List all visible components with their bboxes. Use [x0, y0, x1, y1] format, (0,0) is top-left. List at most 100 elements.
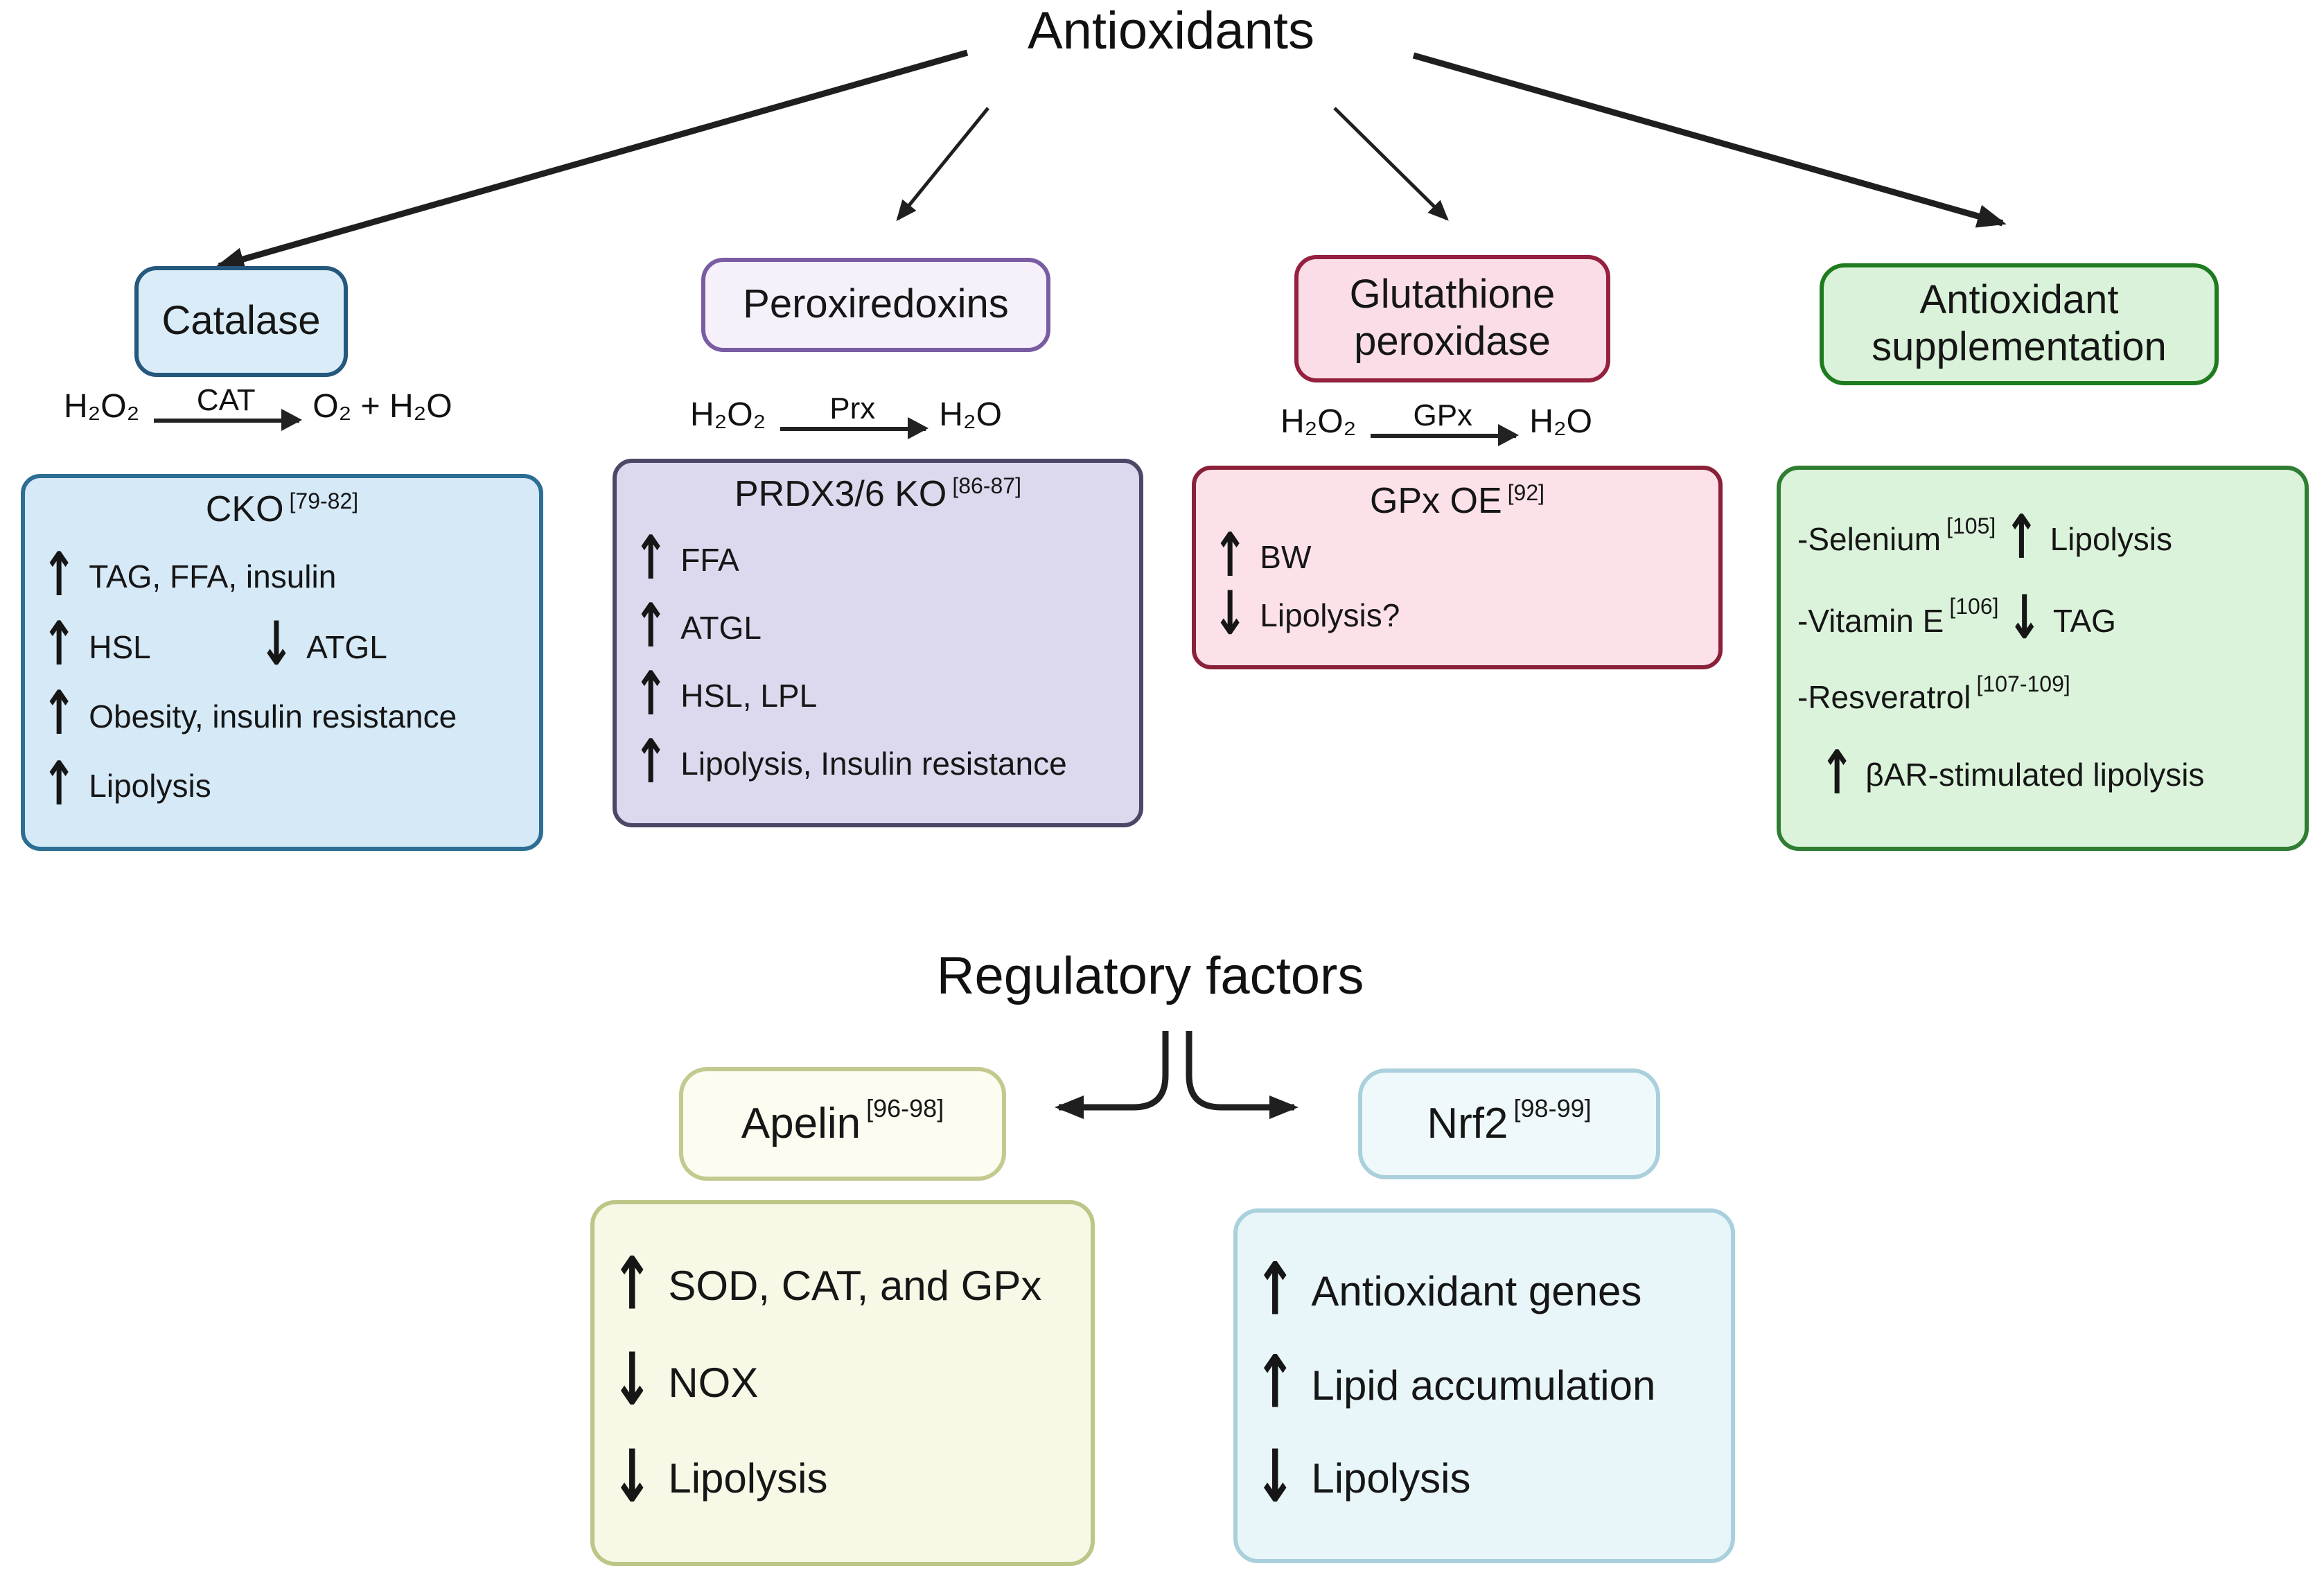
effect-row: ↑ HSL ↓ ATGL [42, 615, 522, 676]
up-arrow-icon: ↑ [1213, 520, 1248, 592]
effect-text: Lipolysis [89, 768, 211, 804]
effect-row: ↑ Lipid accumulation [1254, 1348, 1714, 1420]
right-arrow-icon [1370, 424, 1519, 446]
supplement-reference: [106] [1949, 596, 1999, 620]
effect-row: ↓ NOX [611, 1345, 1074, 1417]
down-arrow-icon: ↓ [1213, 579, 1248, 650]
right-arrow-icon [153, 409, 302, 431]
effect-row: ↓ Lipolysis [1254, 1441, 1714, 1513]
effect-text: Lipolysis, Insulin resistance [680, 746, 1067, 782]
down-arrow-icon: ↓ [611, 1339, 653, 1423]
effect-text: ATGL [306, 628, 387, 665]
supplement-row: -Vitamin E [106] ↓ TAG [1797, 589, 2288, 649]
prdx-title-text: PRDX3/6 KO [734, 473, 947, 514]
up-arrow-icon: ↑ [611, 1243, 653, 1326]
supplement-effect: Lipolysis [2050, 521, 2172, 558]
apelin-label: Apelin [96-98] [679, 1067, 1006, 1181]
up-arrow-icon: ↑ [1254, 1342, 1296, 1425]
cko-title-text: CKO [205, 488, 284, 529]
effect-text: FFA [680, 542, 739, 579]
effect-row: ↑ Obesity, insulin resistance [42, 685, 522, 746]
branch-arrow-to-peroxiredoxins [896, 107, 989, 222]
up-arrow-icon: ↑ [1820, 739, 1855, 809]
up-arrow-icon: ↑ [633, 523, 669, 595]
apelin-box: ↑ SOD, CAT, and GPx ↓ NOX ↓ Lipolysis [590, 1200, 1095, 1566]
effect-text: Antioxidant genes [1311, 1269, 1642, 1315]
effect-row: ↑ FFA [633, 529, 1123, 589]
effect-row: ↑ TAG, FFA, insulin [42, 545, 522, 606]
supplement-reference: [107-109] [1976, 674, 2070, 698]
effect-text: Obesity, insulin resistance [89, 698, 457, 734]
effect-text: Lipolysis? [1260, 597, 1400, 634]
up-arrow-icon: ↑ [42, 749, 77, 820]
nrf2-box-rows: ↑ Antioxidant genes ↑ Lipid accumulation… [1254, 1224, 1714, 1548]
supplement-effect: TAG [2052, 602, 2116, 639]
up-arrow-icon: ↑ [42, 540, 77, 611]
reaction-enzyme-label: Prx [829, 391, 876, 425]
effect-text: BW [1260, 539, 1312, 576]
up-arrow-icon: ↑ [2004, 503, 2039, 574]
down-arrow-icon: ↓ [611, 1436, 653, 1519]
effect-row: ↑ Lipolysis [42, 755, 522, 815]
branch-arrow-to-catalase [215, 49, 969, 271]
antioxidants-title: Antioxidants [1027, 3, 1314, 61]
effect-text: NOX [668, 1360, 759, 1406]
apelin-label-text: Apelin [741, 1098, 861, 1147]
peroxiredoxins-label-text: Peroxiredoxins [743, 282, 1009, 327]
reaction-arrow: GPx [1370, 398, 1519, 446]
effect-row: ↑ SOD, CAT, and GPx [611, 1249, 1074, 1321]
glutathione-peroxidase-label: Glutathione peroxidase [1294, 255, 1610, 382]
up-arrow-icon: ↑ [42, 610, 77, 681]
effect-text: HSL, LPL [680, 678, 818, 714]
nrf2-reference: [98-99] [1513, 1095, 1592, 1123]
reaction-enzyme-label: CAT [196, 382, 256, 417]
fork-arrow-to-nrf2 [1186, 1031, 1299, 1119]
catalase-reaction: H₂O₂ CAT O₂ + H₂O [64, 382, 452, 431]
glutathione-label-text: Glutathione peroxidase [1349, 272, 1556, 364]
supplement-row: -Resveratrol [107-109] [1797, 674, 2288, 716]
effect-row: ↑ BW [1213, 526, 1702, 586]
catalase-label-text: Catalase [161, 299, 321, 344]
supplement-name: -Selenium [1797, 521, 1942, 558]
prdx-ko-box: PRDX3/6 KO[86-87] ↑ FFA ↑ ATGL ↑ HSL, LP… [613, 459, 1143, 827]
supplementation-box: -Selenium [105] ↑ Lipolysis -Vitamin E [… [1777, 466, 2309, 851]
reaction-product: H₂O [1529, 403, 1592, 441]
up-arrow-icon: ↑ [633, 591, 669, 662]
effect-row: ↑ Antioxidant genes [1254, 1254, 1714, 1326]
up-arrow-icon: ↑ [1254, 1249, 1296, 1332]
prdx-reference: [86-87] [952, 475, 1021, 499]
effect-text: TAG, FFA, insulin [89, 558, 337, 595]
reaction-enzyme-label: GPx [1413, 398, 1473, 432]
nrf2-box: ↑ Antioxidant genes ↑ Lipid accumulation… [1233, 1208, 1735, 1563]
reaction-arrow: Prx [780, 391, 928, 439]
right-arrow-icon [780, 417, 928, 439]
up-arrow-icon: ↑ [633, 728, 669, 798]
branch-arrow-to-glutathione [1333, 107, 1449, 221]
cko-box-rows: ↑ TAG, FFA, insulin ↑ HSL ↓ ATGL ↑ Obesi… [42, 529, 522, 836]
prdx-box-title: PRDX3/6 KO[86-87] [633, 473, 1123, 514]
cko-reference: [79-82] [289, 491, 359, 514]
down-arrow-icon: ↓ [2007, 584, 2042, 655]
up-arrow-icon: ↑ [633, 660, 669, 730]
reaction-substrate: H₂O₂ [1280, 403, 1357, 441]
down-arrow-icon: ↓ [1254, 1436, 1296, 1519]
antioxidant-supplementation-label: Antioxidant supplementation [1820, 263, 2219, 385]
gpx-box-rows: ↑ BW ↓ Lipolysis? [1213, 520, 1702, 654]
supplementation-label-text: Antioxidant supplementation [1872, 278, 2167, 370]
peroxiredoxins-label: Peroxiredoxins [701, 258, 1050, 352]
effect-row: ↓ Lipolysis [611, 1441, 1074, 1513]
prdx-box-rows: ↑ FFA ↑ ATGL ↑ HSL, LPL ↑ Lipolysis, Ins… [633, 513, 1123, 812]
effect-text: Lipolysis [668, 1457, 828, 1502]
supplement-row: ↑ βAR-stimulated lipolysis [1797, 743, 2288, 804]
gpx-oe-box: GPx OE[92] ↑ BW ↓ Lipolysis? [1192, 466, 1723, 669]
effect-row: ↑ ATGL [633, 597, 1123, 657]
cko-box-title: CKO[79-82] [42, 489, 522, 529]
down-arrow-icon: ↓ [258, 610, 294, 681]
effect-row: ↑ HSL, LPL [633, 665, 1123, 725]
gpx-reaction: H₂O₂ GPx H₂O [1280, 398, 1592, 446]
reaction-substrate: H₂O₂ [64, 388, 140, 425]
branch-arrow-to-supplementation [1412, 52, 2007, 228]
apelin-box-rows: ↑ SOD, CAT, and GPx ↓ NOX ↓ Lipolysis [611, 1215, 1074, 1551]
reaction-product: H₂O [939, 396, 1002, 434]
supplement-name: -Vitamin E [1797, 602, 1944, 639]
